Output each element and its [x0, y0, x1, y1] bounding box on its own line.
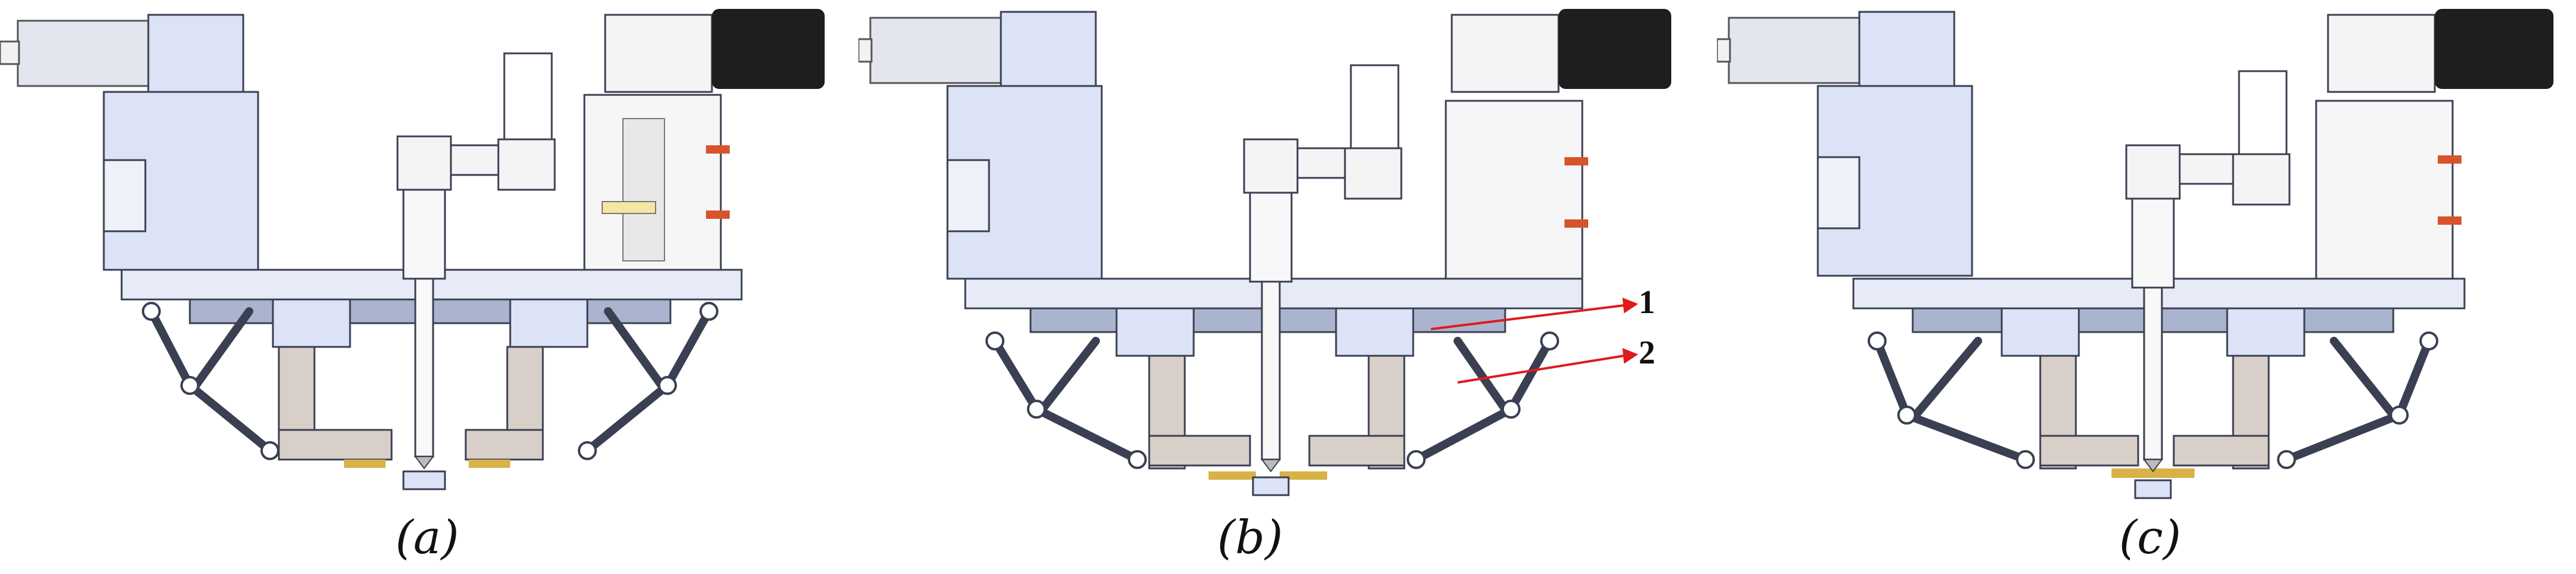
- panel-caption: (b): [1217, 511, 1283, 565]
- callout-label-1: 1: [1639, 284, 1655, 321]
- panel-caption: (a): [395, 511, 459, 565]
- mechanism-drawing-a: [0, 9, 825, 490]
- panel-caption: (c): [2119, 511, 2181, 565]
- callout-label-2: 2: [1639, 334, 1655, 371]
- callout-arrows: [1430, 297, 1639, 384]
- panel-a: (a): [0, 0, 858, 574]
- panel-c: (c): [1717, 0, 2575, 574]
- panel-b: 1 2 (b): [858, 0, 1717, 574]
- mechanism-drawing-c: [1717, 9, 2553, 499]
- mechanism-drawing-b: [858, 9, 1671, 496]
